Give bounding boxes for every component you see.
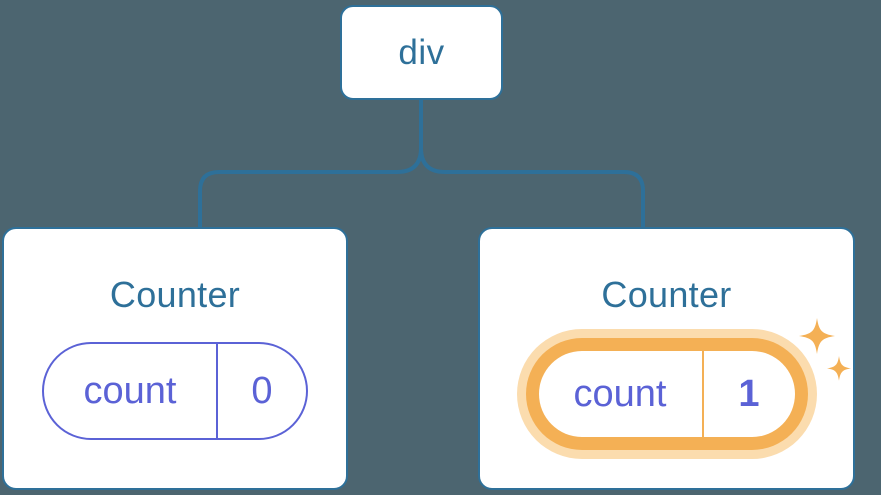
root-node-label: div	[398, 33, 445, 72]
state-key-cell: count	[44, 344, 218, 438]
state-pill-wrapper: count 1	[516, 329, 817, 459]
state-value-cell: 1	[704, 351, 795, 437]
state-pill[interactable]: count 1	[538, 351, 795, 437]
state-key-label: count	[83, 370, 177, 412]
state-value-cell: 0	[218, 344, 306, 438]
component-card-counter-left[interactable]: Counter count 0	[2, 227, 348, 490]
state-pill[interactable]: count 0	[42, 342, 308, 440]
state-value-label: 0	[251, 370, 273, 412]
state-pill-wrapper: count 0	[42, 342, 308, 440]
root-node-div[interactable]: div	[340, 5, 503, 100]
component-card-counter-right[interactable]: Counter count 1	[478, 227, 855, 490]
state-value-label: 1	[738, 373, 760, 415]
state-key-cell: count	[539, 351, 704, 437]
state-key-label: count	[573, 373, 667, 415]
component-title: Counter	[109, 274, 241, 315]
component-title: Counter	[601, 274, 732, 315]
